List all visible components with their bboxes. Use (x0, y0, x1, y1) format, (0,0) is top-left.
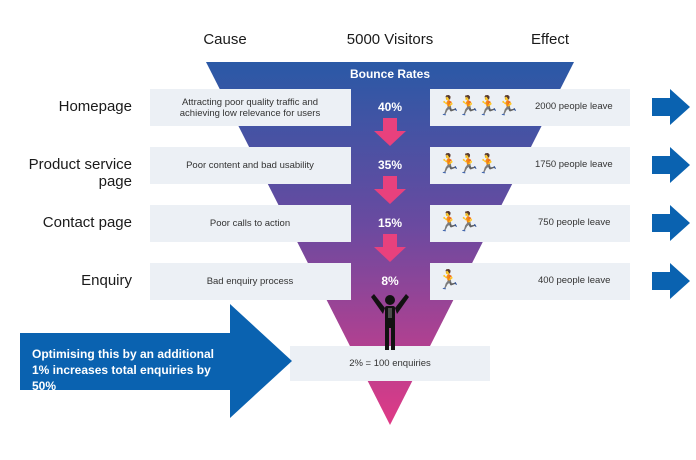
result-text: 2% = 100 enquiries (349, 358, 431, 369)
right-arrow-icon (652, 147, 690, 183)
running-person-icon-group: 🏃 (437, 268, 461, 292)
bounce-rate: 40% (377, 100, 403, 114)
cause-header: Cause (203, 31, 247, 48)
down-arrow-icon (374, 176, 406, 204)
running-person-icon-group: 🏃🏃 (437, 210, 481, 234)
running-person-icon: 🏃 (437, 270, 461, 291)
cause-text: Attracting poor quality traffic and achi… (179, 97, 321, 119)
bounce-rate: 8% (381, 274, 399, 288)
cause-text: Poor content and bad usability (186, 160, 314, 171)
running-person-icon: 🏃 (456, 96, 481, 117)
stage-label: Enquiry (81, 272, 132, 289)
down-arrow-icon (374, 118, 406, 146)
cause-text: Bad enquiry process (206, 276, 294, 287)
effect-header: Effect (530, 31, 570, 48)
visitors-header: 5000 Visitors (346, 31, 434, 48)
running-person-icon: 🏃 (437, 212, 461, 233)
running-person-icon: 🏃 (476, 96, 500, 117)
effect-text: 400 people leave (538, 275, 611, 286)
right-arrow-icon (652, 263, 690, 299)
running-person-icon: 🏃 (476, 154, 500, 175)
effect-text: 750 people leave (538, 217, 611, 228)
stage-label: Contact page (42, 214, 132, 231)
callout-text: Optimising this by an additional 1% incr… (32, 347, 215, 393)
right-arrow-icon (652, 89, 690, 125)
running-person-icon: 🏃 (437, 96, 461, 117)
cause-text: Poor calls to action (209, 218, 291, 229)
running-person-icon-group: 🏃🏃🏃 (437, 152, 500, 176)
down-arrow-icon (374, 234, 406, 262)
effect-text: 1750 people leave (535, 159, 613, 170)
stage-label: Product service page (28, 156, 132, 190)
right-arrow-icon (652, 205, 690, 241)
bounce-rate: 15% (377, 216, 403, 230)
funnel-title: Bounce Rates (349, 67, 431, 81)
running-person-icon: 🏃 (496, 96, 520, 117)
bounce-rate: 35% (377, 158, 403, 172)
effect-text: 2000 people leave (535, 101, 613, 112)
running-person-icon-group: 🏃🏃🏃🏃 (437, 94, 520, 118)
running-person-icon: 🏃 (456, 154, 481, 175)
running-person-icon: 🏃 (456, 212, 481, 233)
running-person-icon: 🏃 (437, 154, 461, 175)
person-arms-raised-icon (371, 294, 409, 350)
stage-label: Homepage (58, 98, 132, 115)
